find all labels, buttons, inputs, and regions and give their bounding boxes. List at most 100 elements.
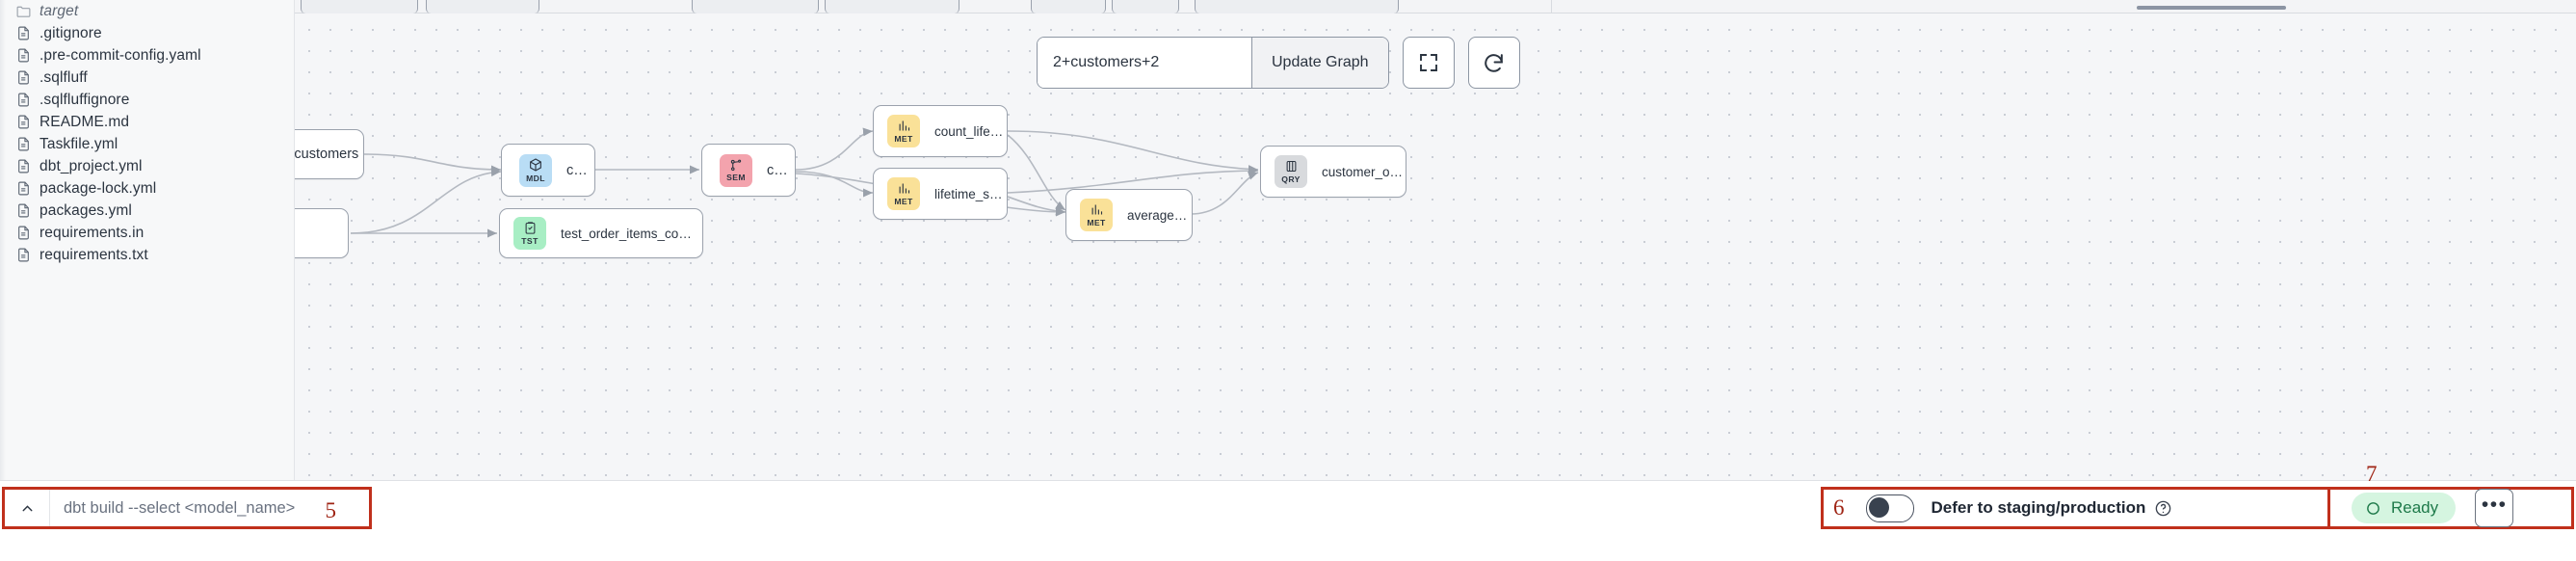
file-icon [18, 181, 29, 196]
chevron-up-icon[interactable] [5, 490, 50, 526]
file-label: dbt_project.yml [39, 157, 143, 174]
editor-tab-strip [0, 0, 2576, 13]
graph-node-lifetime-spend-pretax[interactable]: MET lifetime_spend_pretax [873, 168, 1008, 220]
file-icon [18, 137, 29, 151]
semantic-icon: SEM [720, 153, 752, 187]
file-icon [18, 248, 29, 262]
graph-edges [350, 127, 1259, 238]
tab-stub[interactable] [426, 0, 539, 13]
graph-node-customers-model[interactable]: MDL customers [501, 144, 595, 197]
file-label: .sqlfluff [39, 68, 88, 86]
file-label: requirements.txt [39, 246, 148, 263]
file-icon [18, 26, 29, 40]
graph-node-test-order-items[interactable]: TST test_order_items_compute_to_bools… [499, 208, 703, 258]
file-explorer-sidebar: target.gitignore .pre-commit-config.yaml.… [0, 0, 295, 480]
status-area: Ready ••• [2330, 487, 2574, 529]
graph-selector-input[interactable] [1038, 38, 1251, 88]
cube-icon: MDL [519, 153, 552, 187]
graph-node-customers-semantic[interactable]: SEM customers [701, 144, 796, 197]
file-label: .pre-commit-config.yaml [39, 46, 201, 64]
file-icon [18, 70, 29, 85]
file-list-item[interactable]: requirements.in [0, 222, 294, 244]
tab-stub[interactable] [1031, 0, 1106, 13]
tab-stub[interactable] [301, 0, 418, 13]
node-label: count_lifetime_orders [934, 123, 1007, 139]
file-icon [18, 159, 29, 174]
file-list-item[interactable]: dbt_project.yml [0, 155, 294, 177]
file-icon [18, 48, 29, 63]
file-label: requirements.in [39, 224, 145, 241]
fullscreen-icon[interactable] [1402, 37, 1455, 89]
graph-node-orders[interactable]: MDL orders [295, 208, 349, 258]
file-list-item[interactable]: README.md [0, 111, 294, 133]
active-tab-indicator [2137, 6, 2286, 10]
folder-icon [16, 6, 31, 17]
tab-stub[interactable] [1112, 0, 1179, 13]
more-options-button[interactable]: ••• [2475, 489, 2514, 527]
file-label: package-lock.yml [39, 179, 157, 197]
file-list-item[interactable]: .sqlfluff [0, 67, 294, 89]
command-bar: 5 [2, 487, 372, 529]
dbt-lineage-graph-canvas[interactable]: MDL stg_customers MDL orders MDL custome… [295, 13, 2576, 480]
badge-text: QRY [1281, 174, 1301, 184]
graph-node-stg-customers[interactable]: MDL stg_customers [295, 129, 364, 179]
badge-text: SEM [726, 173, 746, 183]
node-label: customers [566, 162, 594, 178]
file-label: packages.yml [39, 201, 132, 219]
file-list-item[interactable]: .sqlfluffignore [0, 89, 294, 111]
toggle-knob [1869, 496, 1889, 518]
status-badge[interactable]: Ready [2352, 493, 2457, 523]
graph-selector-group: Update Graph [1037, 37, 1389, 89]
tab-stub[interactable] [1195, 0, 1399, 13]
file-list-item[interactable]: .gitignore [0, 22, 294, 44]
clipboard-icon: TST [513, 217, 546, 250]
node-label: customer_order_metrics [1322, 164, 1406, 179]
defer-toggle-switch[interactable] [1865, 494, 1914, 522]
file-list-item[interactable]: target [0, 0, 294, 22]
update-graph-button[interactable]: Update Graph [1251, 38, 1388, 88]
graph-node-count-lifetime-orders[interactable]: MET count_lifetime_orders [873, 105, 1008, 157]
file-label: README.md [39, 113, 130, 130]
file-list-item[interactable]: .pre-commit-config.yaml [0, 44, 294, 67]
sidebar-edge-shadow [0, 0, 6, 480]
badge-text: TST [521, 235, 539, 246]
file-icon [18, 115, 29, 129]
badge-text: MDL [526, 173, 545, 183]
status-label: Ready [2391, 498, 2439, 517]
badge-text: MET [1087, 217, 1106, 227]
command-input[interactable] [50, 489, 369, 527]
file-icon [18, 93, 29, 107]
chart-icon: MET [887, 115, 920, 147]
file-list-item[interactable]: packages.yml [0, 200, 294, 222]
annotation-5: 5 [325, 498, 337, 522]
more-dots-icon: ••• [2481, 493, 2508, 516]
file-icon [18, 226, 29, 240]
file-list-item[interactable]: package-lock.yml [0, 177, 294, 200]
defer-toggle-group: 6 Defer to staging/production [1821, 487, 2330, 529]
graph-toolbar: Update Graph [1037, 37, 1520, 89]
tab-stub[interactable] [692, 0, 819, 13]
file-list-item[interactable]: Taskfile.yml [0, 133, 294, 155]
badge-text: MET [894, 196, 913, 206]
node-label: customers [767, 162, 795, 178]
chart-icon: MET [1080, 199, 1113, 231]
tab-stub[interactable] [825, 0, 959, 13]
refresh-icon[interactable] [1467, 37, 1520, 89]
query-icon: QRY [1275, 155, 1307, 188]
node-label: test_order_items_compute_to_bools… [561, 226, 702, 241]
graph-node-customer-order-metrics[interactable]: QRY customer_order_metrics [1260, 146, 1406, 198]
tab-strip-divider [1551, 0, 1552, 13]
badge-text: MET [894, 133, 913, 144]
bottom-status-bar: 5 6 Defer to staging/production Ready ••… [0, 462, 2576, 561]
file-label: .sqlfluffignore [39, 91, 130, 108]
file-tree-list: target.gitignore .pre-commit-config.yaml.… [0, 0, 294, 266]
file-label: Taskfile.yml [39, 135, 118, 152]
file-list-item[interactable]: requirements.txt [0, 244, 294, 266]
circle-icon [2367, 501, 2379, 515]
graph-node-average-order-value[interactable]: MET average_order_value [1065, 189, 1193, 241]
annotation-6: 6 [1833, 495, 1845, 520]
defer-label: Defer to staging/production [1931, 498, 2146, 517]
help-circle-icon[interactable] [2154, 499, 2172, 518]
node-label: average_order_value [1127, 207, 1192, 223]
